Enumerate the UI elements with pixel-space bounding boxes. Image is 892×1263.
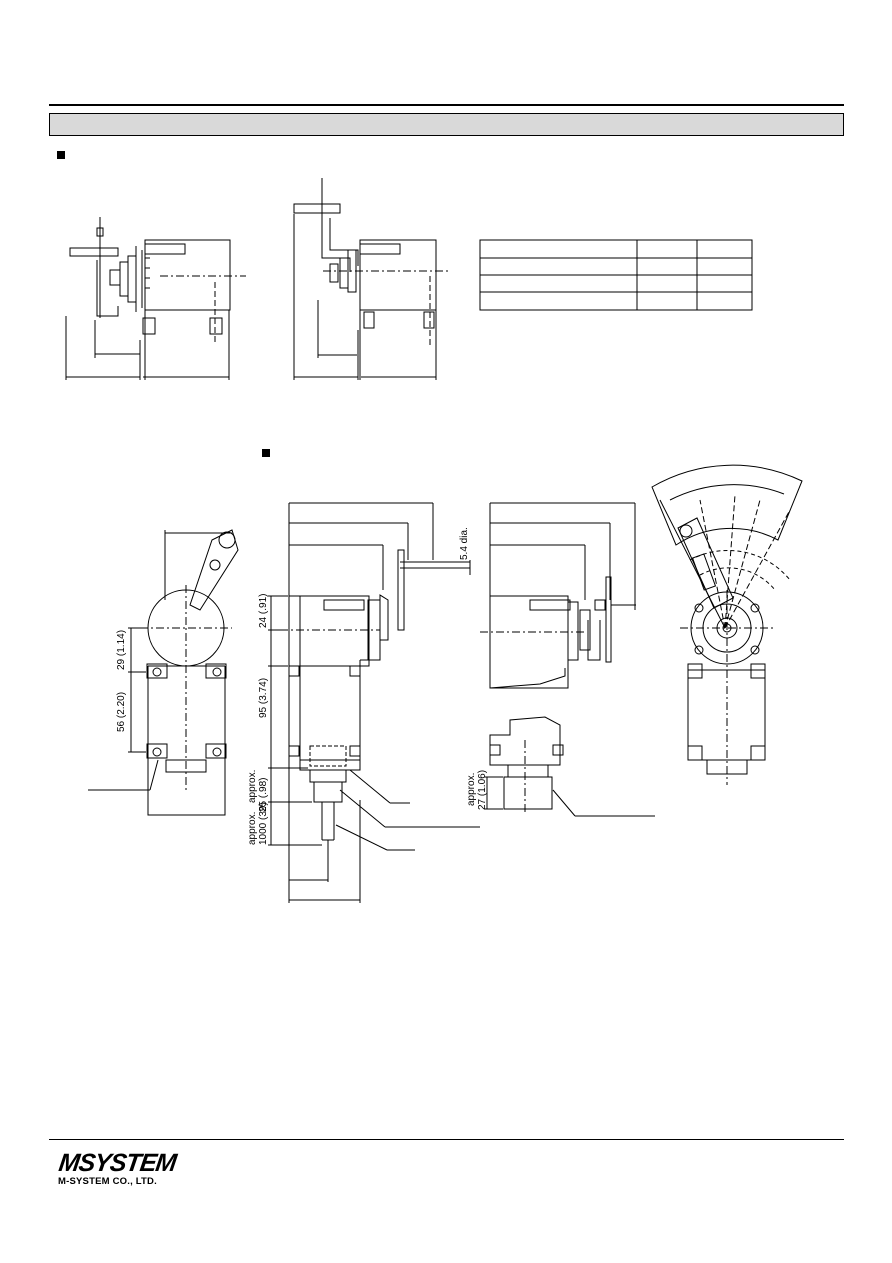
section-header-bar [49,113,844,136]
section-bullet-dimensions [262,449,270,457]
section-bullet-mounting [57,151,65,159]
dim-25: 25 (.98) [258,778,269,812]
side-view [268,502,480,903]
dim-1000: 1000 (39) [258,802,269,845]
dim-24: 24 (.91) [258,594,269,628]
mounting-drawing-left [65,217,246,380]
dim-56: 56 (2.20) [116,692,127,732]
top-rule [49,104,844,106]
dim-25-approx: approx. [247,770,258,803]
dim-95: 95 (3.74) [258,678,269,718]
footer-rule [49,1139,844,1140]
dim-29: 29 (1.14) [116,630,127,670]
front-view [88,529,239,816]
msystem-logo: MSYSTEM [57,1149,178,1177]
dim-27-approx: approx. [466,773,477,806]
dim-27: 27 (1.06) [477,770,488,810]
rear-view-lever [651,464,803,785]
company-name: M-SYSTEM CO., LTD. [58,1176,157,1187]
right-side-view [480,502,655,817]
mounting-drawing-right [293,178,450,380]
dimension-table [479,239,753,311]
dim-dia: 5.4 dia. [459,527,470,560]
dim-1000-approx: approx. [247,812,258,845]
